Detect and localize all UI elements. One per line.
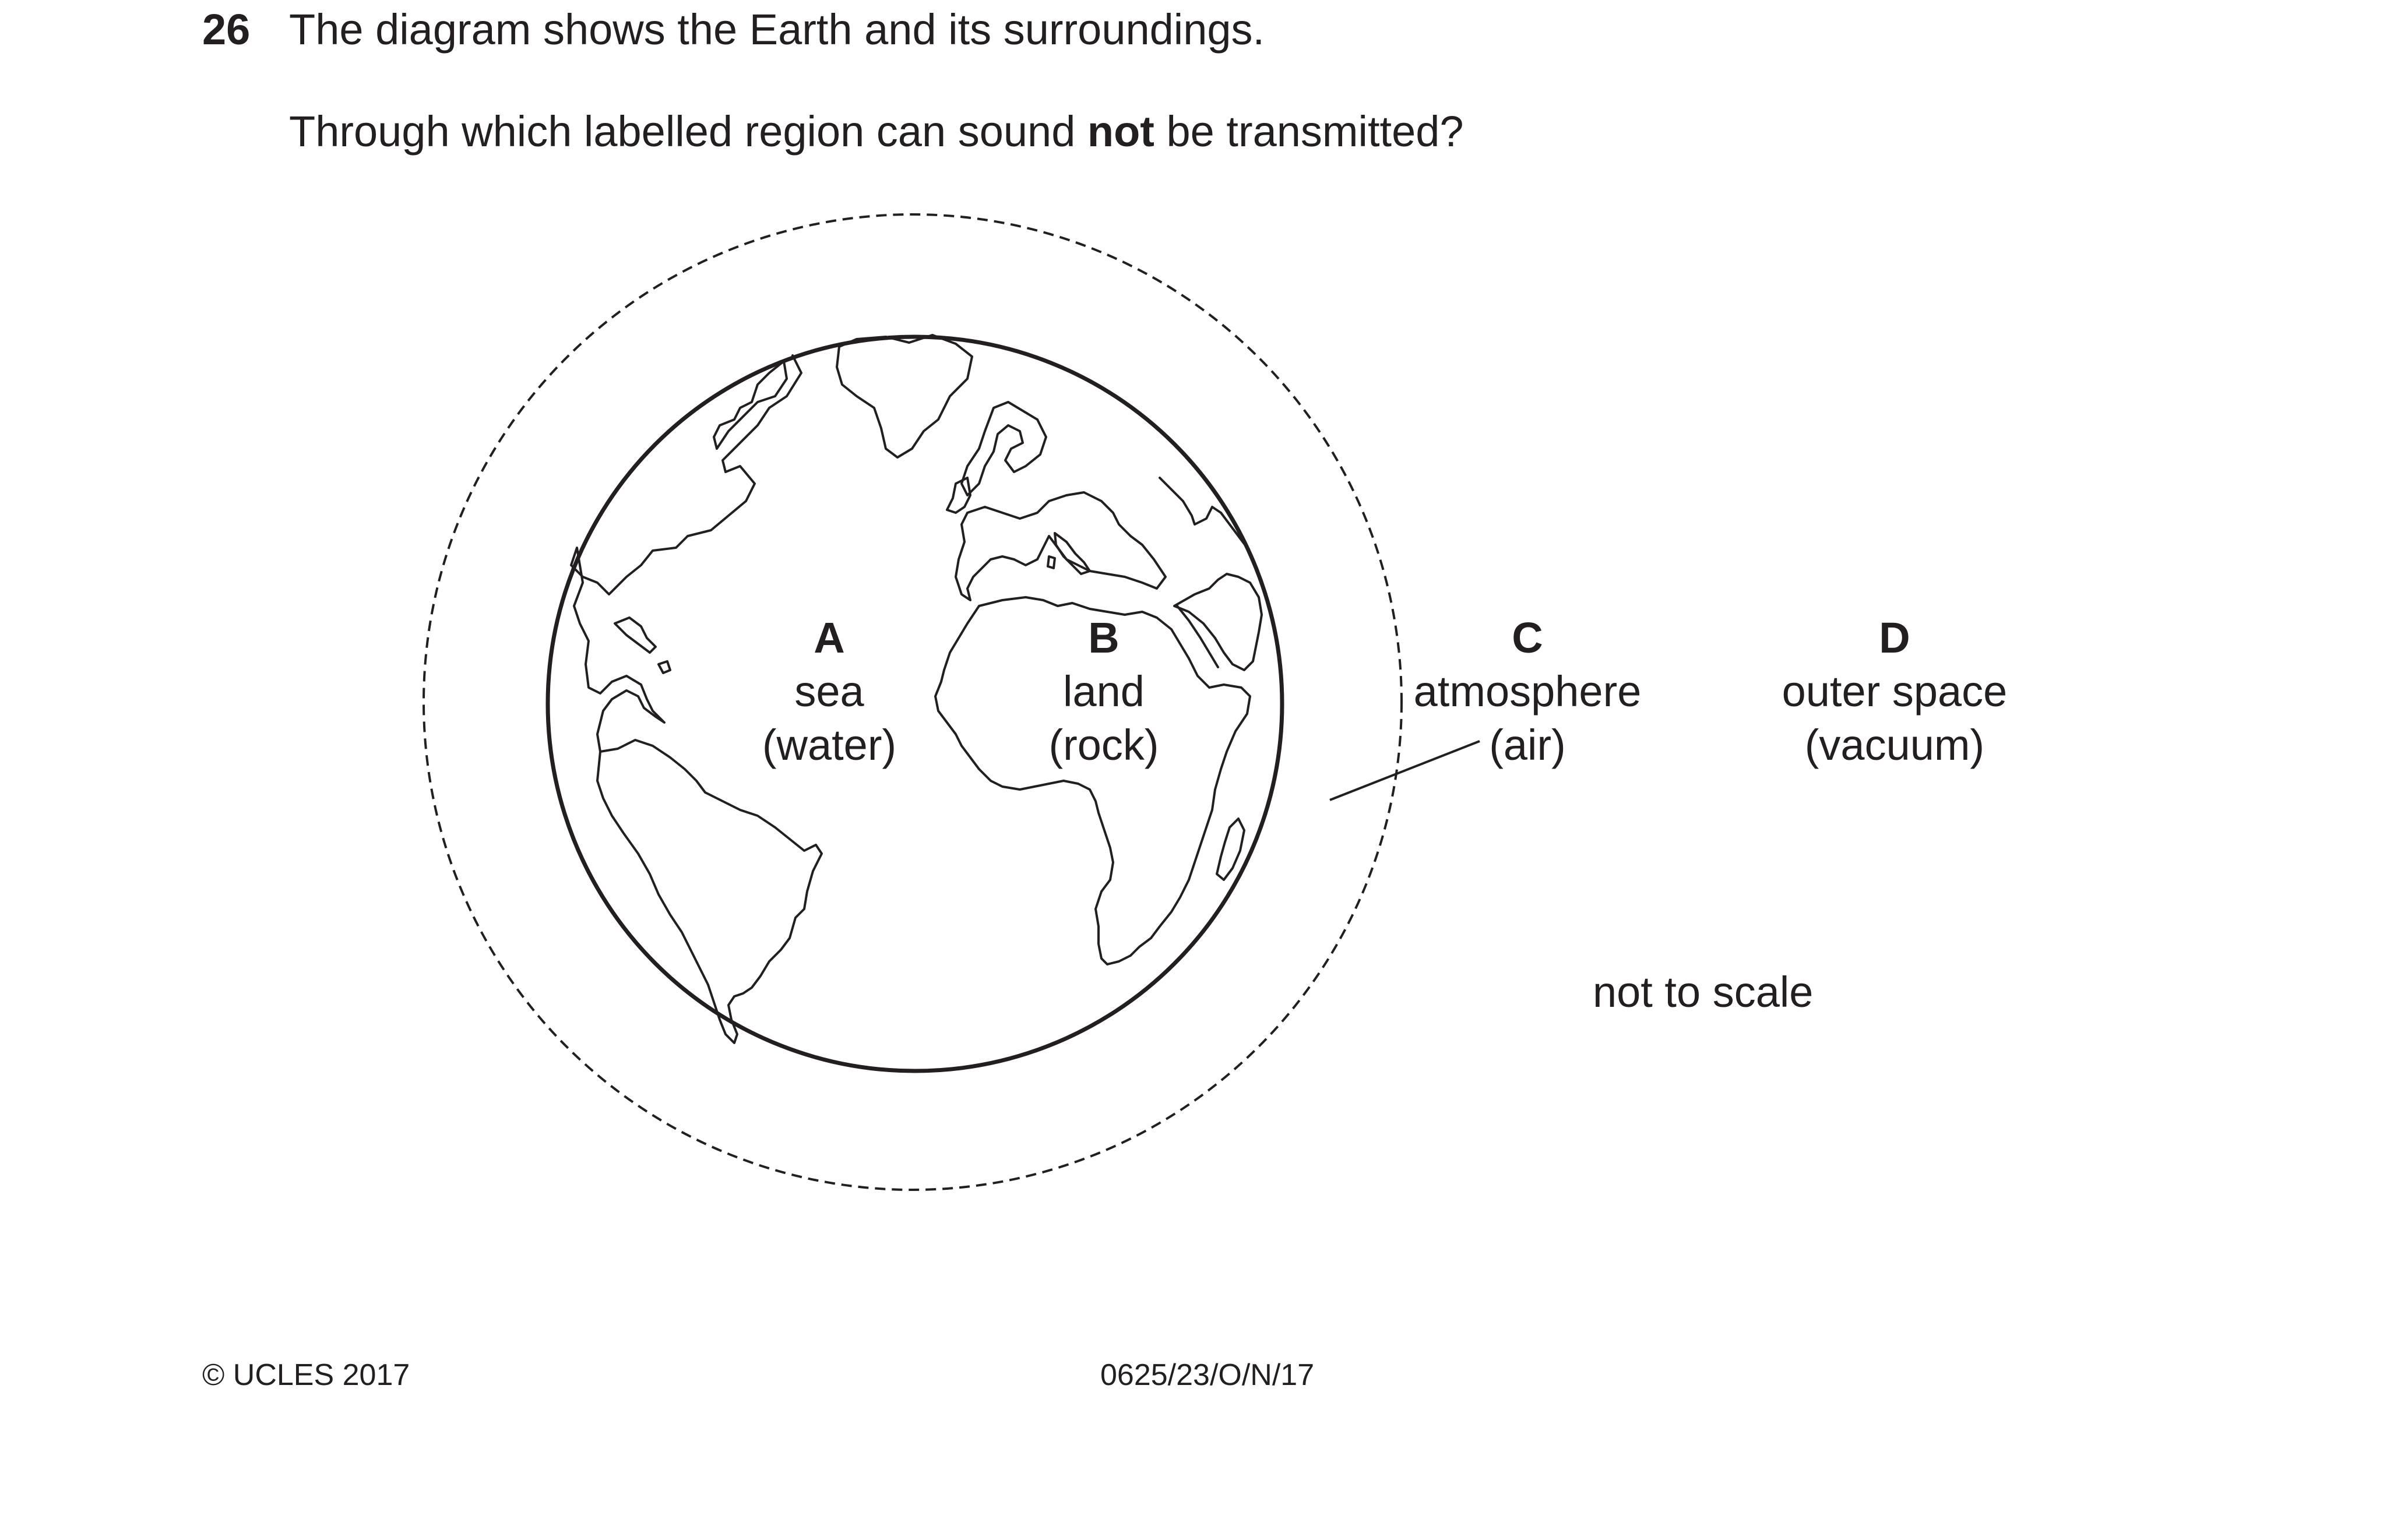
arabia-shape — [1173, 573, 1263, 671]
label-c-letter: C — [1512, 614, 1543, 662]
africa-shape — [934, 596, 1251, 965]
label-b-medium: (rock) — [1048, 721, 1159, 769]
label-c-name: atmosphere — [1413, 667, 1642, 716]
question-number: 26 — [202, 5, 251, 54]
earth-outline — [545, 334, 1284, 1073]
north-america-shape — [570, 354, 802, 753]
label-d-name: outer space — [1782, 667, 2008, 716]
asia-west-coast-shape — [1159, 477, 1248, 549]
mediterranean-islands-shape — [1047, 555, 1056, 569]
label-d: D outer space (vacuum) — [1782, 611, 2008, 772]
label-a: A sea (water) — [762, 611, 896, 772]
cuba-shape — [614, 616, 657, 654]
madagascar-shape — [1216, 817, 1245, 881]
label-d-medium: (vacuum) — [1804, 721, 1985, 769]
question-prompt-before: Through which labelled region can sound — [289, 107, 1087, 156]
hispaniola-shape — [657, 660, 671, 674]
paper-code: 0625/23/O/N/17 — [1100, 1358, 1315, 1392]
label-a-medium: (water) — [762, 721, 897, 769]
question-prompt: Through which labelled region can sound … — [289, 110, 1464, 153]
label-c: C atmosphere (air) — [1414, 611, 1642, 772]
label-a-name: sea — [794, 667, 864, 716]
atmosphere-boundary — [423, 213, 1403, 1191]
scandinavia-shape — [960, 401, 1047, 496]
question-prompt-after: be transmitted? — [1154, 107, 1464, 156]
south-america-shape — [596, 739, 823, 1044]
atmosphere-leader-line — [1329, 740, 1480, 801]
label-b-letter: B — [1088, 614, 1119, 662]
copyright-notice: © UCLES 2017 — [202, 1358, 410, 1392]
label-d-letter: D — [1879, 614, 1910, 662]
question-prompt-emphasis: not — [1087, 107, 1154, 156]
greenland-shape — [836, 334, 973, 459]
label-b: B land (rock) — [1048, 611, 1159, 772]
not-to-scale-note: not to scale — [1593, 968, 1814, 1016]
continents-outline — [570, 334, 1263, 1044]
north-america-north-shape — [713, 360, 788, 450]
label-a-letter: A — [814, 614, 845, 662]
europe-mainland-shape — [955, 491, 1167, 601]
label-b-name: land — [1063, 667, 1145, 716]
italy-shape — [1054, 532, 1091, 575]
label-c-medium: (air) — [1489, 721, 1566, 769]
british-isles-shape — [946, 477, 971, 514]
red-sea-coast-shape — [1176, 605, 1219, 668]
question-stem: The diagram shows the Earth and its surr… — [289, 5, 1265, 54]
